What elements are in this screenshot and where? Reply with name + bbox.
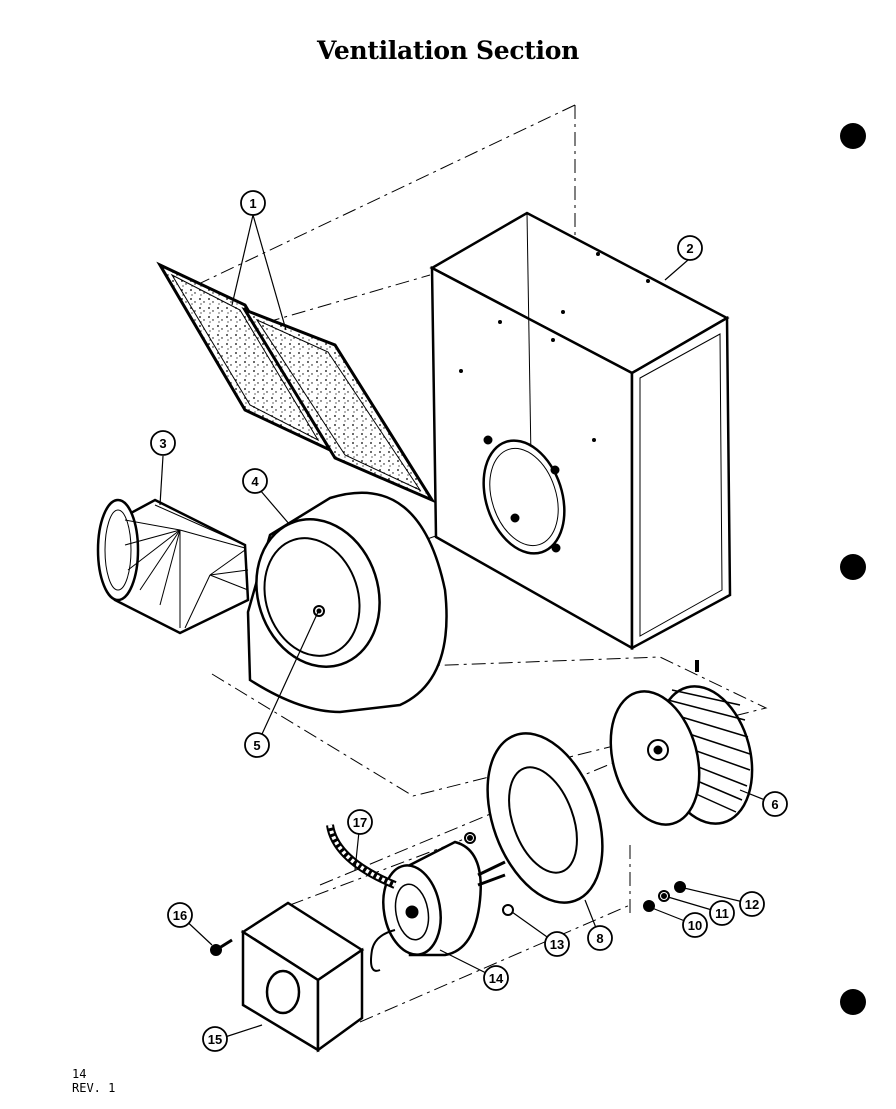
callout-10: 10 [682,912,708,938]
ventilation-housing [429,211,732,651]
registration-marks [840,123,866,1015]
callout-15-label: 15 [208,1032,222,1047]
callout-8-label: 8 [596,931,603,946]
callout-2: 2 [677,235,703,261]
callout-1: 1 [240,190,266,216]
page-number: 14 [72,1067,87,1081]
damper-transition [96,498,250,635]
callout-11: 11 [709,900,735,926]
hardware-nuts-washers [210,832,686,956]
callout-17-label: 17 [353,815,367,830]
blower-wheel [609,660,754,826]
mounting-ring [486,732,604,904]
callout-17: 17 [347,809,373,835]
page-footer: 14 REV. 1 [72,1067,115,1095]
callout-12-label: 12 [745,897,759,912]
filter-panels [156,261,436,504]
callout-16-label: 16 [173,908,187,923]
callout-15: 15 [202,1026,228,1052]
callout-13: 13 [544,931,570,957]
callout-8: 8 [587,925,613,951]
callout-14-label: 14 [489,971,504,986]
callout-13-label: 13 [550,937,564,952]
callout-2-label: 2 [686,241,693,256]
page-title: Ventilation Section [317,36,579,65]
callout-11-label: 11 [715,906,729,921]
revision-label: REV. 1 [72,1081,116,1095]
callout-16: 16 [167,902,193,928]
callout-5: 5 [244,732,270,758]
callout-6-label: 6 [771,797,778,812]
callout-3-label: 3 [159,436,166,451]
wiring-conduit [326,824,397,972]
callout-3: 3 [150,430,176,456]
junction-box [240,901,365,1053]
callout-4-label: 4 [251,474,259,489]
callout-4: 4 [242,468,268,494]
callout-14: 14 [483,965,509,991]
callout-6: 6 [762,791,788,817]
callout-5-label: 5 [253,738,260,753]
callout-10-label: 10 [688,918,702,933]
callout-1-label: 1 [249,196,256,211]
blower-motor [382,840,506,957]
callout-12: 12 [739,891,765,917]
